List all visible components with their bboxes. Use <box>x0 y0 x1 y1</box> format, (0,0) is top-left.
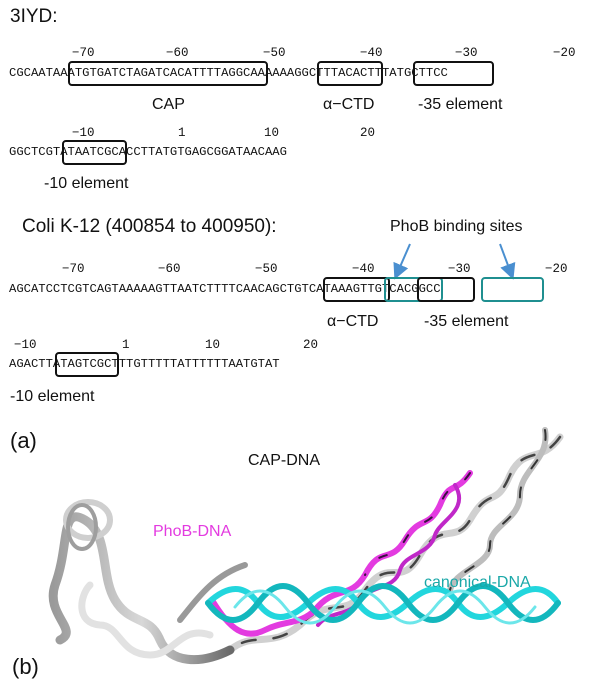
position-number: 1 <box>178 126 186 140</box>
position-number: 20 <box>303 338 319 352</box>
minus10-label: -10 element <box>10 388 95 405</box>
position-number: −10 <box>72 126 95 140</box>
dna-sequence-line: AGACTTATAGTCGCTTTGTTTTTATTTTTTAATGTAT <box>9 357 280 371</box>
minus35-box <box>417 277 475 302</box>
minus10-box <box>55 352 119 377</box>
dna-sequence-line: GGCTCGTATAATCGCACCTTATGTGAGCGGATAACAAG <box>9 145 287 159</box>
position-number: −50 <box>263 46 286 60</box>
panel-a-label: (a) <box>10 428 37 453</box>
alpha-ctd-label: α−CTD <box>323 96 375 113</box>
position-number: −20 <box>553 46 576 60</box>
canonical-dna-ribbon <box>205 583 561 625</box>
minus35-label: -35 element <box>418 96 503 113</box>
alpha-ctd-box <box>323 277 390 302</box>
cap-site-box <box>68 61 268 86</box>
arrow-icon <box>393 243 411 280</box>
cap-dna-ribbon <box>48 427 564 665</box>
phob-arrows <box>393 243 516 280</box>
alpha-ctd-box <box>317 61 383 86</box>
dna-sequence-line: CGCAATAAATGTGATCTAGATCACATTTTAGGCAAAAAAG… <box>9 66 448 80</box>
position-number: 10 <box>205 338 221 352</box>
minus10-box <box>62 140 127 165</box>
position-number: −10 <box>14 338 37 352</box>
position-number: 10 <box>264 126 280 140</box>
cap-dna-label: CAP-DNA <box>248 452 320 469</box>
position-number: 20 <box>360 126 376 140</box>
phob-dna-label: PhoB-DNA <box>153 523 232 540</box>
position-number: −30 <box>455 46 478 60</box>
position-number: −20 <box>545 262 568 276</box>
dna-structure-figure: CAP-DNA PhoB-DNA canonical-DNA <box>48 427 564 665</box>
phob-site-box <box>481 277 544 302</box>
section-title-coli: Coli K-12 (400854 to 400950): <box>22 216 277 237</box>
dna-sequence-line: AGCATCCTCGTCAGTAAAAAGTTAATCTTTTCAACAGCTG… <box>9 282 441 296</box>
phob-site-box <box>384 277 443 302</box>
canonical-dna-label: canonical-DNA <box>424 574 531 591</box>
panel-b-label: (b) <box>12 654 39 679</box>
position-number: −50 <box>255 262 278 276</box>
position-number: −70 <box>62 262 85 276</box>
position-number: 1 <box>122 338 130 352</box>
minus35-label: -35 element <box>424 313 509 330</box>
position-number: −40 <box>352 262 375 276</box>
position-number: −40 <box>360 46 383 60</box>
section-title-3iyd: 3IYD: <box>10 6 58 27</box>
position-number: −30 <box>448 262 471 276</box>
cap-label: CAP <box>152 96 185 113</box>
minus35-box <box>413 61 494 86</box>
alpha-ctd-label: α−CTD <box>327 313 379 330</box>
position-number: −70 <box>72 46 95 60</box>
minus10-label: -10 element <box>44 175 129 192</box>
position-number: −60 <box>166 46 189 60</box>
arrow-icon <box>499 243 516 280</box>
position-number: −60 <box>158 262 181 276</box>
phob-binding-sites-label: PhoB binding sites <box>390 218 523 235</box>
